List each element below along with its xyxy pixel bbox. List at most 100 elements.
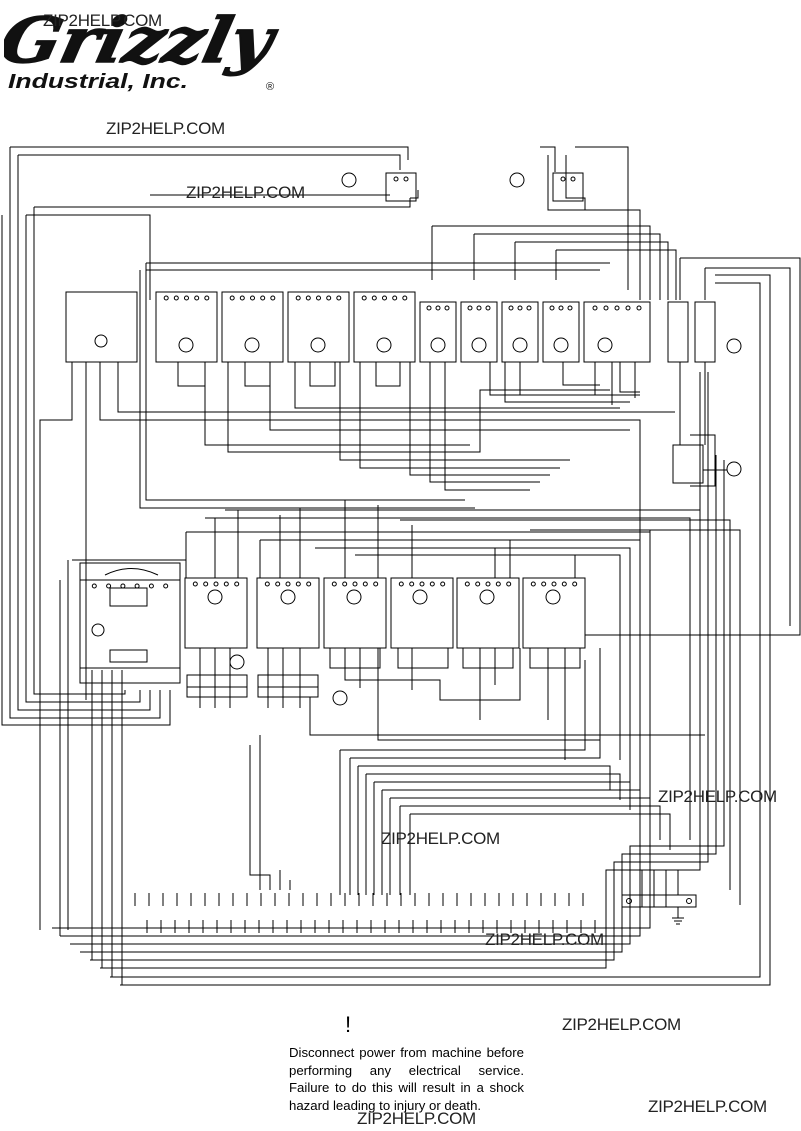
terminal-dot	[204, 295, 210, 301]
terminal-dot	[362, 581, 368, 587]
terminal-dot	[223, 581, 229, 587]
terminal-dot	[275, 581, 281, 587]
terminal-dot	[184, 295, 189, 301]
terminal-dot	[120, 583, 126, 589]
terminal-dot	[517, 305, 523, 311]
terminal-dot	[270, 295, 276, 301]
watermark: ZIP2HELP.COM	[357, 1109, 476, 1128]
terminal-dot	[371, 295, 377, 301]
terminal-dot	[475, 581, 481, 587]
terminal-dot	[526, 305, 532, 311]
terminal-dot	[373, 581, 379, 587]
watermark: ZIP2HELP.COM	[658, 787, 777, 806]
terminal-dot	[229, 295, 235, 301]
terminal-dot	[295, 581, 301, 587]
terminal-dot	[560, 176, 566, 182]
terminal-dot	[264, 581, 270, 587]
terminal-dot	[541, 581, 547, 587]
logo-tagline: Industrial, Inc.	[8, 71, 188, 93]
terminal-dot	[429, 581, 435, 587]
terminal-dot	[192, 581, 198, 587]
terminal-dot	[305, 295, 311, 301]
lower-components	[79, 562, 586, 706]
terminal-dot	[203, 581, 209, 587]
ground-block	[621, 870, 697, 925]
terminal-dot	[352, 581, 358, 587]
terminal-dot	[239, 295, 245, 301]
terminal-dot	[295, 295, 301, 301]
terminal-dot	[572, 581, 578, 587]
terminal-dot	[402, 295, 408, 301]
logo-registered: ®	[266, 81, 274, 93]
terminal-dot	[91, 583, 97, 589]
terminal-dots	[91, 176, 642, 589]
terminal-dot	[419, 581, 425, 587]
bus-lines	[39, 262, 727, 930]
terminal-dot	[485, 581, 491, 587]
terminal-dot	[409, 581, 415, 587]
terminal-dot	[361, 295, 367, 301]
terminal-dot	[260, 295, 266, 301]
terminal-dot	[392, 295, 398, 301]
terminal-dot	[234, 581, 240, 587]
terminal-dot	[148, 583, 154, 589]
watermark: ZIP2HELP.COM	[485, 930, 604, 949]
terminal-dot	[134, 583, 140, 589]
terminal-dot	[336, 295, 342, 301]
terminal-dot	[250, 295, 255, 301]
terminal-dot	[163, 583, 169, 589]
outer-wires	[1, 146, 801, 986]
terminal-dot	[285, 581, 291, 587]
terminal-dot	[508, 305, 514, 311]
terminal-dot	[558, 305, 564, 311]
watermark: ZIP2HELP.COM	[43, 11, 162, 30]
terminal-dot	[485, 305, 491, 311]
terminal-dot	[316, 295, 321, 301]
watermark: ZIP2HELP.COM	[186, 183, 305, 202]
watermark: ZIP2HELP.COM	[381, 829, 500, 848]
terminal-dot	[426, 305, 432, 311]
terminal-dot	[467, 305, 473, 311]
terminal-strip	[134, 893, 596, 933]
terminal-dot	[194, 295, 200, 301]
terminal-dot	[495, 581, 501, 587]
terminal-dot	[530, 581, 536, 587]
terminal-dot	[163, 295, 169, 301]
watermark: ZIP2HELP.COM	[106, 119, 225, 138]
terminal-dot	[567, 305, 573, 311]
terminal-dot	[398, 581, 404, 587]
terminal-dot	[106, 583, 112, 589]
watermark: ZIP2HELP.COM	[648, 1097, 767, 1116]
terminal-dot	[403, 176, 409, 182]
terminal-dot	[326, 295, 332, 301]
terminal-dot	[382, 295, 387, 301]
warning-icon: !	[345, 1012, 352, 1037]
terminal-dot	[636, 305, 642, 311]
terminal-dot	[614, 305, 620, 311]
terminal-dot	[306, 581, 312, 587]
grizzly-logo: Grizzly Industrial, Inc. ®	[0, 2, 294, 94]
terminal-dot	[603, 305, 609, 311]
terminal-dot	[551, 581, 557, 587]
terminal-dot	[549, 305, 555, 311]
warning-text: Disconnect power from machine before per…	[289, 1045, 524, 1113]
terminal-dot	[506, 581, 512, 587]
terminal-dot	[393, 176, 399, 182]
terminal-dot	[173, 295, 179, 301]
terminal-dot	[476, 305, 482, 311]
terminal-dot	[331, 581, 337, 587]
lower-wires	[59, 500, 741, 985]
terminal-dot	[440, 581, 446, 587]
terminal-dot	[592, 305, 598, 311]
grizzly-logo-graphic: Grizzly Industrial, Inc. ®	[0, 3, 284, 93]
terminal-dot	[570, 176, 576, 182]
terminal-dot	[625, 305, 631, 311]
watermark: ZIP2HELP.COM	[562, 1015, 681, 1034]
terminal-dot	[342, 581, 348, 587]
logo-brand: Grizzly	[4, 4, 284, 77]
terminal-dot	[435, 305, 441, 311]
terminal-dot	[464, 581, 470, 587]
terminal-dot	[561, 581, 567, 587]
terminal-dot	[444, 305, 450, 311]
